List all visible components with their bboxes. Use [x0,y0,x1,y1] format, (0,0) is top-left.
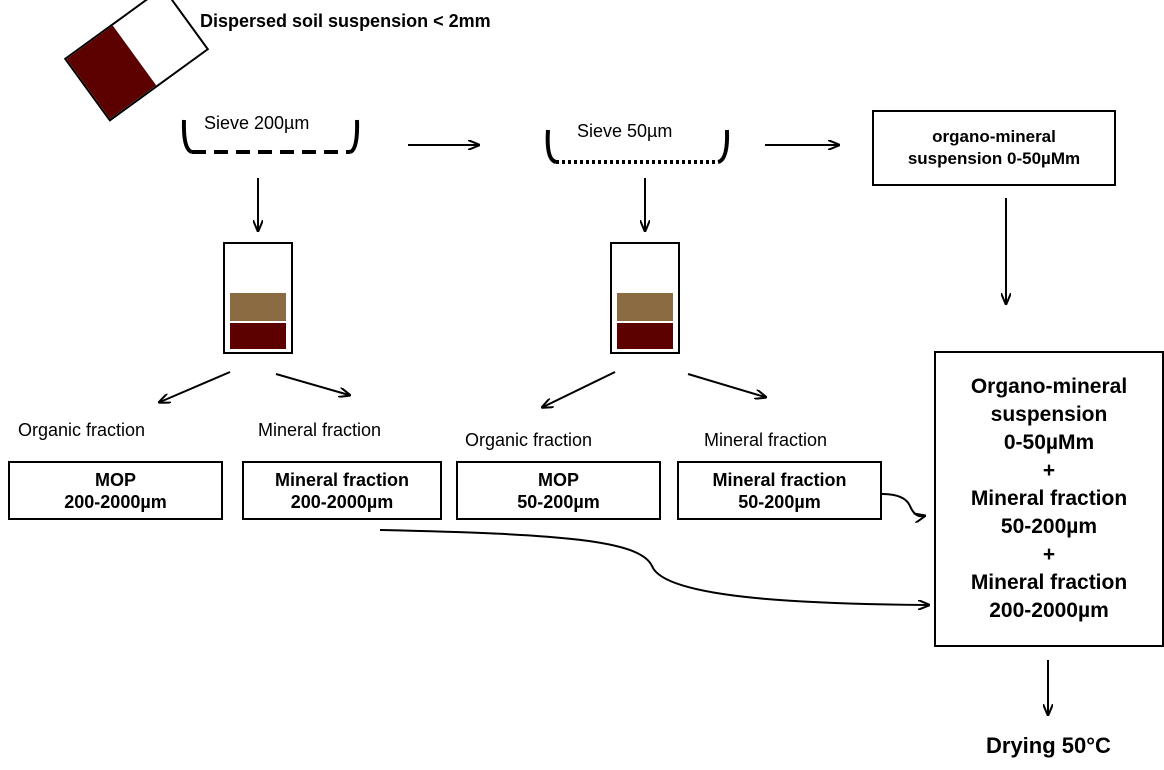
tube1-mineral-layer [229,322,287,350]
suspension-line2: suspension 0-50µMm [907,149,1081,168]
tube-stage2 [610,242,680,354]
arrow-tube2-mineral [687,373,765,397]
combined-line-3: 0-50µMm [1003,431,1095,454]
mop-50-200-box: MOP 50-200µm [456,461,661,520]
stage2-mineral-label: Mineral fraction [704,430,828,450]
stage1-mineral-label: Mineral fraction [258,420,382,440]
sieve-50-shape [545,129,730,164]
tube1-organic-layer [229,292,287,322]
mop-50-200-line1: MOP [537,469,579,490]
diagram-title: Dispersed soil suspension < 2mm [200,11,491,31]
sieve-200-shape [181,119,360,154]
mineral-200-2000-line2: 200-2000µm [290,491,394,512]
tube-stage1 [223,242,293,354]
combined-line-6: 50-200µm [1000,515,1098,538]
combined-plus-2: + [1042,543,1056,566]
arrow-tube2-organic [543,371,616,407]
arrow-tube1-mineral [275,373,349,395]
mineral-200-2000-box: Mineral fraction 200-2000µm [242,461,442,520]
arrow-tube1-organic [160,371,231,402]
mineral-50-200-line2: 50-200µm [738,491,821,512]
mineral-200-2000-line1: Mineral fraction [274,469,410,490]
mineral-50-200-line1: Mineral fraction [712,469,847,490]
mop-200-2000-line1: MOP [94,469,136,490]
mineral-50-200-box: Mineral fraction 50-200µm [677,461,882,520]
sieve-200-label: Sieve 200µm [204,113,310,133]
mop-200-2000-box: MOP 200-2000µm [8,461,223,520]
combined-plus-1: + [1042,459,1056,482]
sieve-50-label: Sieve 50µm [577,121,673,141]
suspension-line1: organo-mineral [932,127,1056,146]
arrow-mineral50-to-combined [881,493,924,516]
drying-label: Drying 50°C [986,733,1111,758]
suspension-box: organo-mineral suspension 0-50µMm [872,110,1116,186]
tube2-organic-layer [616,292,674,322]
combined-line-1: Organo-mineral [970,375,1128,398]
stage1-organic-label: Organic fraction [18,420,146,440]
combined-fraction-box: Organo-mineral suspension 0-50µMm + Mine… [934,351,1164,647]
stage2-organic-label: Organic fraction [465,430,593,450]
combined-line-8: Mineral fraction [970,571,1128,594]
arrow-mineral200-to-combined [379,529,928,605]
combined-line-2: suspension [990,403,1108,426]
mop-200-2000-line2: 200-2000µm [64,491,167,512]
combined-line-9: 200-2000µm [989,599,1109,622]
tube2-mineral-layer [616,322,674,350]
combined-line-5: Mineral fraction [970,487,1128,510]
mop-50-200-line2: 50-200µm [517,491,600,512]
